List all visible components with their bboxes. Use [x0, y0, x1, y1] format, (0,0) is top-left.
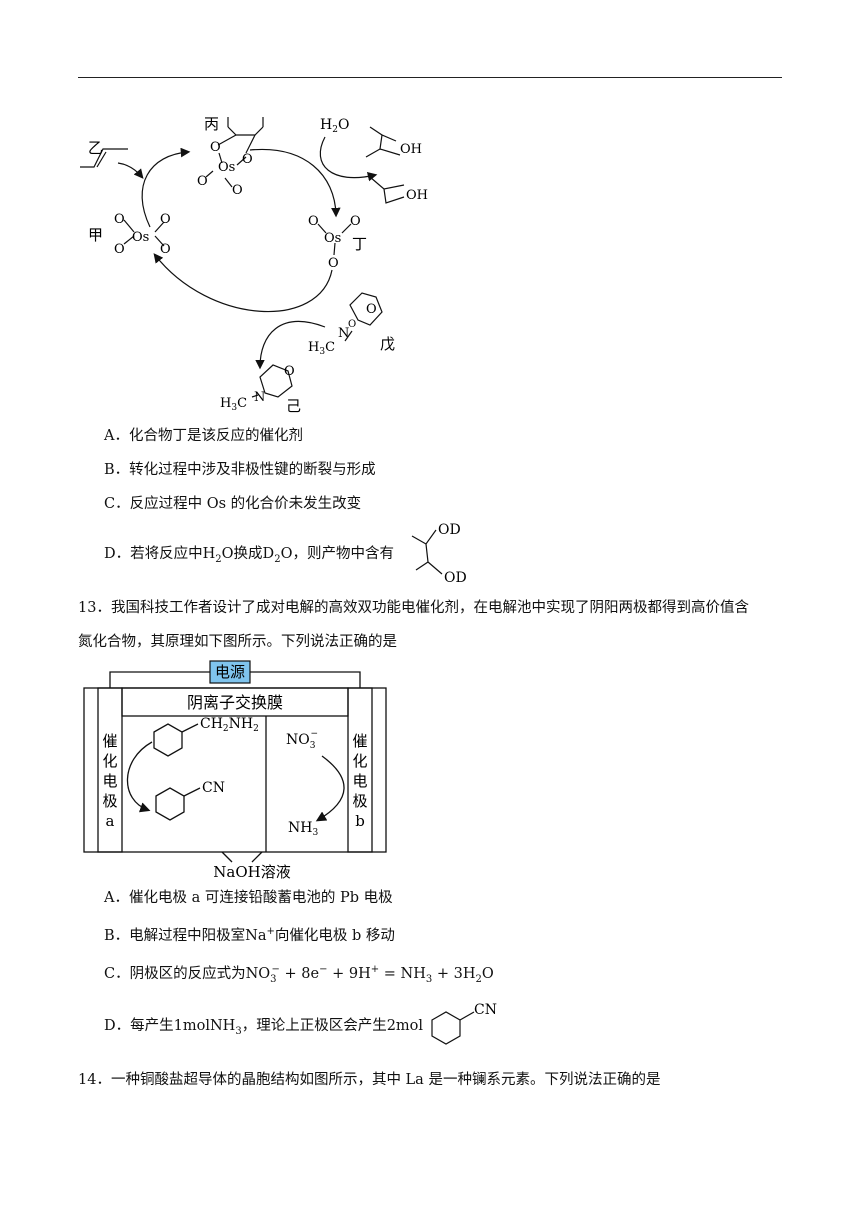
label-wu: 戊 — [380, 335, 395, 353]
label-ding: 丁 — [352, 235, 367, 253]
svg-text:极: 极 — [102, 792, 117, 810]
ji-n: N — [254, 390, 265, 405]
q13-d-benzonitrile: CN — [431, 1002, 497, 1045]
jia-o2: O — [114, 242, 125, 257]
jia-os: Os — [132, 230, 149, 245]
diol-skeleton — [369, 176, 405, 204]
q12-d-deuterated-diol: OD OD — [411, 522, 467, 586]
svg-text:化: 化 — [352, 752, 367, 770]
no3-label: NO3− — [286, 729, 318, 751]
label-yi: 乙 — [88, 139, 103, 157]
ji-h3c: H3C — [220, 396, 247, 413]
q13-option-a[interactable]: A．催化电极 a 可连接铅酸蓄电池的 Pb 电极 — [104, 890, 393, 906]
power-source-box — [209, 660, 251, 684]
svg-text:电: 电 — [102, 772, 117, 790]
svg-text:催: 催 — [102, 732, 117, 750]
header-rule — [78, 77, 782, 78]
os-catalytic-cycle-diagram: 乙 丙 甲 丁 戊 己 O O Os O O H2O OH OH O O Os … — [80, 115, 428, 415]
diol-oh1: OH — [400, 142, 422, 157]
ji-o: O — [284, 364, 295, 379]
svg-text:催: 催 — [352, 732, 367, 750]
nh3-label: NH3 — [288, 820, 318, 838]
svg-text:b: b — [355, 812, 365, 830]
bing-o4: O — [232, 183, 243, 198]
bing-o3: O — [197, 174, 208, 189]
jia-o1: O — [114, 212, 125, 227]
naoh-solution-label: NaOH溶液 — [213, 863, 290, 881]
jia-o4: O — [160, 242, 171, 257]
bing-os: Os — [218, 160, 235, 175]
cn-label: CN — [202, 780, 225, 796]
label-jia: 甲 — [88, 226, 103, 244]
q13-option-b[interactable]: B．电解过程中阳极室Na+向催化电极 b 移动 — [104, 922, 395, 946]
electrolysis-cell-diagram: 电源 阴离子交换膜 催 化 电 极 a 催 化 电 极 b CH2NH2 CN … — [83, 660, 387, 881]
q12-option-b[interactable]: B．转化过程中涉及非极性键的断裂与形成 — [104, 462, 376, 478]
q12-d-h2o: H2O — [202, 546, 234, 565]
label-ji: 己 — [286, 397, 301, 415]
q13-d-cn-label: CN — [474, 1002, 497, 1018]
bing-o2: O — [242, 152, 253, 167]
diol-oh2: OH — [406, 188, 428, 203]
q13-option-d[interactable]: D．每产生1molNH3，理论上正极区会产生2mol — [104, 1016, 423, 1042]
svg-text:电: 电 — [352, 772, 367, 790]
q12-d-suffix: ，则产物中含有 — [292, 546, 394, 562]
wu-o-minus: O — [348, 319, 356, 330]
wu-n: N — [338, 326, 349, 341]
q14-stem: 14．一种铜酸盐超导体的晶胞结构如图所示，其中 La 是一种镧系元素。下列说法正… — [78, 1072, 661, 1088]
ding-o2: O — [350, 214, 361, 229]
svg-text:a: a — [106, 812, 115, 830]
wu-o: O — [366, 302, 377, 317]
jia-o3: O — [160, 212, 171, 227]
label-bing: 丙 — [204, 115, 219, 133]
power-source-label: 电源 — [215, 663, 245, 681]
membrane-label: 阴离子交换膜 — [187, 693, 283, 712]
q12-option-d[interactable]: D．若将反应中H2O换成D2O，则产物中含有 — [104, 544, 394, 570]
electrode-a-label: 催 化 电 极 a — [102, 732, 117, 830]
q13-b-ion: Na+ — [245, 926, 275, 944]
q13-c-equation: NO3− + 8e− + 9H+ = NH3 + 3H2O — [245, 964, 494, 985]
q12-d-d2o: D2O — [262, 546, 293, 565]
q12-d-mid: 换成 — [233, 546, 263, 562]
q13-d-prefix: D．每产生 — [104, 1018, 174, 1034]
q13-d-nh3: 1molNH3 — [173, 1018, 242, 1037]
q13-stem-line1: 13．我国科技工作者设计了成对电解的高效双功能电催化剂，在电解池中实现了阴阳两极… — [78, 600, 749, 616]
q13-b-prefix: B．电解过程中阳极室 — [104, 927, 246, 944]
svg-text:化: 化 — [102, 752, 117, 770]
od-label-1: OD — [438, 522, 461, 538]
q12-d-prefix: D．若将反应中 — [104, 546, 203, 562]
ding-os: Os — [324, 231, 341, 246]
electrode-b-label: 催 化 电 极 b — [352, 732, 367, 830]
q13-option-c[interactable]: C．阴极区的反应式为NO3− + 8e− + 9H+ = NH3 + 3H2O — [104, 960, 494, 990]
q13-stem-line2: 氮化合物，其原理如下图所示。下列说法正确的是 — [78, 634, 397, 650]
ding-o3: O — [328, 256, 339, 271]
od-label-2: OD — [444, 570, 467, 586]
q13-d-mid: ，理论上正极区会产生 — [241, 1018, 387, 1034]
wu-h3c: H3C — [308, 340, 335, 357]
q13-c-prefix: C．阴极区的反应式为 — [104, 965, 246, 982]
h2o-label: H2O — [320, 117, 349, 135]
q12-option-a[interactable]: A．化合物丁是该反应的催化剂 — [104, 428, 303, 444]
ch2nh2-label: CH2NH2 — [200, 716, 259, 734]
bing-o1: O — [210, 140, 221, 155]
q13-d-amount: 2mol — [386, 1018, 424, 1034]
q13-b-suffix: 向催化电极 b 移动 — [274, 927, 395, 944]
svg-text:极: 极 — [352, 792, 367, 810]
q12-option-c[interactable]: C．反应过程中 Os 的化合价未发生改变 — [104, 496, 362, 512]
ding-o1: O — [308, 214, 319, 229]
